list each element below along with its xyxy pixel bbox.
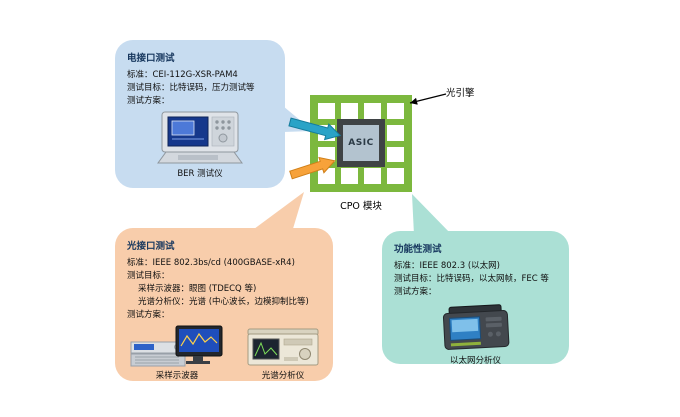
asic-chip: ASIC bbox=[337, 119, 385, 167]
optical-engine-pad bbox=[364, 168, 381, 184]
optical-test-title: 光接口测试 bbox=[127, 241, 175, 252]
functional-plan-line: 测试方案： bbox=[394, 287, 437, 297]
optical-spectrum-analyzer-caption: 光谱分析仪 bbox=[261, 371, 305, 381]
sampling-oscilloscope-image bbox=[130, 325, 223, 367]
optical-spectrum-analyzer-image bbox=[247, 328, 319, 366]
electrical-test-title: 电接口测试 bbox=[127, 53, 175, 64]
electrical-target-line: 测试目标：比特误码，压力测试等 bbox=[127, 83, 255, 93]
engine-pointer-arrow bbox=[409, 93, 447, 105]
optical-engine-pad bbox=[387, 124, 404, 141]
cpo-module: ASIC bbox=[310, 95, 412, 192]
electrical-standard-line: 标准：CEI-112G-XSR-PAM4 bbox=[127, 70, 238, 80]
electrical-plan-line: 测试方案： bbox=[127, 96, 170, 106]
optical-engine-pad bbox=[387, 103, 404, 119]
cpo-module-label: CPO 模块 bbox=[340, 201, 382, 212]
functional-standard-line: 标准：IEEE 802.3 (以太网) bbox=[394, 261, 500, 271]
electrical-bubble-tail bbox=[283, 106, 313, 132]
optical-target-osa-line: 光谱分析仪：光谱 (中心波长，边模抑制比等) bbox=[138, 297, 309, 307]
optical-engine-pad bbox=[318, 103, 335, 119]
optical-target-scope-line: 采样示波器：眼图 (TDECQ 等) bbox=[138, 284, 257, 294]
optical-engine-pad bbox=[318, 168, 335, 184]
functional-test-bubble: 功能性测试 标准：IEEE 802.3 (以太网) 测试目标：比特误码，以太网帧… bbox=[382, 231, 569, 366]
optical-target-line: 测试目标： bbox=[127, 271, 170, 281]
ber-tester-caption: BER 测试仪 bbox=[177, 169, 223, 179]
ethernet-analyzer-caption: 以太网分析仪 bbox=[449, 356, 501, 366]
functional-test-title: 功能性测试 bbox=[394, 244, 442, 255]
optical-bubble-tail bbox=[250, 192, 304, 232]
optical-engine-pad bbox=[387, 146, 404, 163]
optical-plan-line: 测试方案： bbox=[127, 310, 170, 320]
sampling-oscilloscope-caption: 采样示波器 bbox=[155, 371, 199, 381]
optical-engine-label: 光引擎 bbox=[446, 88, 475, 99]
functional-bubble-tail bbox=[412, 194, 452, 235]
asic-label: ASIC bbox=[343, 125, 379, 161]
optical-standard-line: 标准：IEEE 802.3bs/cd (400GBASE-xR4) bbox=[127, 258, 295, 268]
optical-engine-pad bbox=[387, 168, 404, 184]
optical-test-bubble: 光接口测试 标准：IEEE 802.3bs/cd (400GBASE-xR4) … bbox=[115, 228, 333, 381]
optical-engine-pad bbox=[318, 146, 335, 163]
optical-engine-pad bbox=[318, 124, 335, 141]
optical-engine-pad bbox=[341, 103, 358, 119]
optical-engine-pad bbox=[364, 103, 381, 119]
optical-engine-pad bbox=[341, 168, 358, 184]
ber-tester-image bbox=[157, 111, 243, 164]
functional-target-line: 测试目标：比特误码，以太网帧，FEC 等 bbox=[394, 274, 549, 284]
ethernet-analyzer-image bbox=[442, 304, 509, 350]
electrical-test-bubble: 电接口测试 标准：CEI-112G-XSR-PAM4 测试目标：比特误码，压力测… bbox=[115, 40, 285, 188]
